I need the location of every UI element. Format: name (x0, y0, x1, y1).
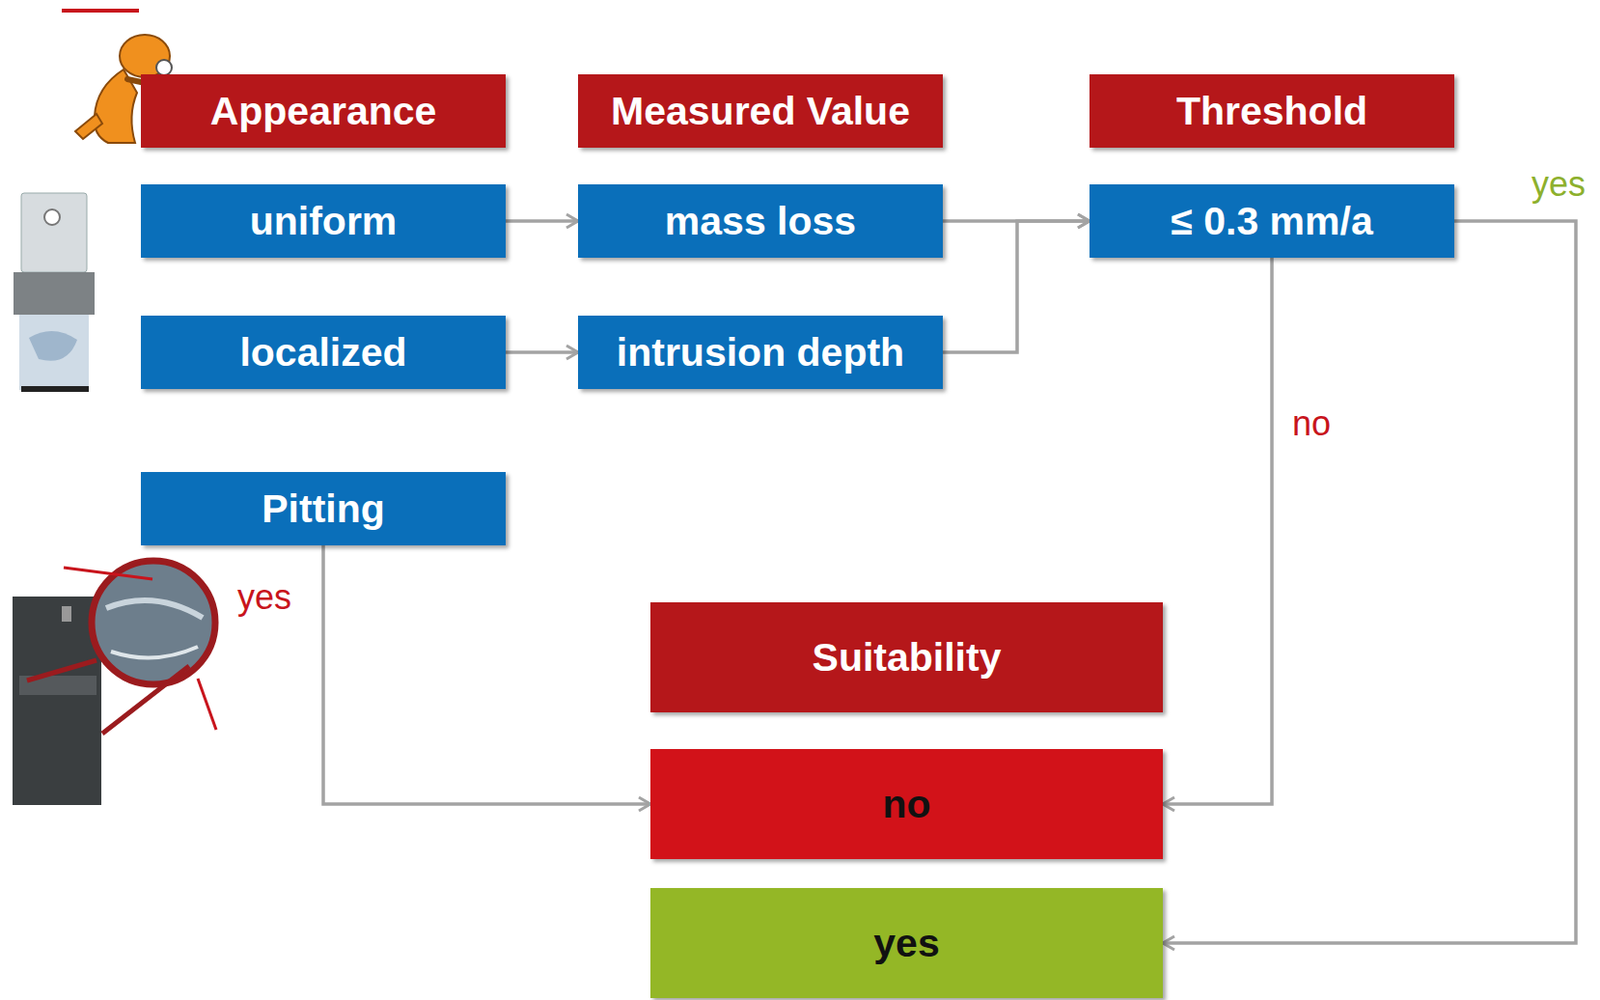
edge-label: yes (1529, 164, 1588, 205)
connector (505, 219, 579, 223)
column-header: Threshold (1089, 74, 1455, 148)
result-box: yes (650, 887, 1163, 998)
node-text: intrusion depth (616, 330, 905, 376)
node-text: uniform (249, 198, 398, 245)
decision-box: ≤ 0.3 mm/a (1089, 184, 1455, 258)
node-text: ≤ 0.3 mm/a (1170, 198, 1373, 245)
node-text: mass loss (664, 198, 856, 245)
connector (323, 545, 651, 804)
node-text: no (882, 781, 931, 828)
connector (1162, 257, 1272, 804)
accent-bar (61, 8, 139, 13)
node-text: Pitting (261, 486, 386, 532)
process-box: mass loss (578, 184, 943, 258)
process-box: uniform (140, 184, 506, 258)
process-box: localized (140, 315, 506, 389)
process-box: Pitting (140, 471, 506, 546)
node-text: Appearance (210, 88, 438, 135)
pitting-sample-photo (12, 560, 217, 805)
node-text: yes (873, 920, 939, 966)
result-header: Suitability (650, 602, 1163, 713)
result-box: no (650, 748, 1163, 859)
node-text: Suitability (812, 634, 1002, 681)
node-text: localized (239, 330, 407, 376)
column-header: Appearance (140, 74, 506, 148)
uniform-sample-photo (13, 193, 95, 392)
edge-label: no (1290, 403, 1333, 444)
edge-label: yes (235, 577, 294, 618)
connector (505, 350, 579, 355)
node-text: Threshold (1176, 88, 1368, 135)
connector (942, 220, 1090, 353)
connector (1162, 220, 1576, 943)
process-box: intrusion depth (578, 315, 943, 389)
node-text: Measured Value (610, 88, 911, 135)
column-header: Measured Value (578, 74, 943, 148)
